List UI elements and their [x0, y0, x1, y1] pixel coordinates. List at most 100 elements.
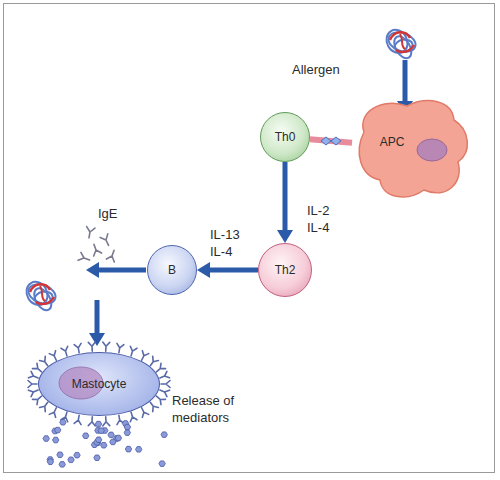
cytokine-label: IL-2 IL-4: [307, 202, 341, 236]
ige-antibody: [106, 249, 118, 262]
mediator-granule: [53, 437, 59, 443]
mediator-granule: [57, 452, 63, 458]
node-text: APC: [380, 135, 405, 149]
mediator-granule: [125, 446, 131, 452]
mediator-granule: [83, 433, 89, 439]
receptor-ige: [139, 406, 149, 417]
antibody-line: [102, 342, 109, 351]
mediator-granule: [124, 430, 130, 436]
node-text: Th2: [275, 263, 296, 277]
arrow-head: [277, 230, 293, 243]
mediator-granule: [108, 432, 114, 438]
receptor-ige: [102, 417, 109, 426]
mediator-granule: [94, 455, 100, 461]
antibody-line: [78, 252, 91, 264]
connector-line: [283, 162, 288, 231]
allergen-icon: [382, 26, 418, 61]
mediator-granule: [161, 432, 167, 438]
receptor-ige: [102, 342, 109, 351]
mediator-granule: [68, 457, 74, 463]
antibody-line: [161, 381, 170, 388]
mediator-granule: [95, 421, 101, 427]
node-text: Th0: [275, 130, 296, 144]
allergen-strand: [400, 34, 405, 49]
arrow-head: [197, 262, 210, 278]
antibody-line: [90, 243, 102, 256]
th0-cell: Th0: [260, 112, 310, 162]
arrow-shaft: [98, 268, 146, 273]
antibody-line: [85, 227, 95, 239]
antibody-line: [115, 343, 123, 353]
allergen-strand: [26, 281, 58, 307]
allergen-strand: [31, 285, 55, 313]
th2-cell: Th2: [258, 243, 312, 297]
antibody-line: [28, 381, 37, 388]
mediator-granule: [95, 437, 101, 443]
allergen-strand: [391, 33, 415, 61]
receptor-ige: [88, 417, 95, 426]
mediator-granule: [115, 435, 121, 441]
mediator-granule: [136, 447, 142, 453]
antibody-line: [74, 343, 82, 353]
receptor-ige: [159, 387, 170, 397]
allergen-icon: [22, 278, 58, 313]
mediator-granule: [98, 428, 104, 434]
mediator-granule: [60, 420, 66, 426]
connector-line: [209, 268, 258, 273]
binding-arrow: [89, 300, 105, 346]
receptor-ige: [161, 381, 170, 388]
flow-arrow: [197, 262, 258, 278]
mediator-granule: [159, 461, 165, 467]
receptor-ige: [128, 411, 137, 422]
antibody-line: [159, 387, 170, 397]
receptor-diamond: [321, 137, 331, 145]
ige-antibody: [85, 227, 95, 239]
node-text: Mastocyte: [72, 377, 127, 391]
mediator-label: Release of mediators: [172, 392, 256, 426]
ige-antibody: [100, 234, 112, 247]
receptor-ige: [88, 342, 95, 351]
receptor-ige: [74, 415, 82, 425]
allergen-strand: [386, 29, 418, 55]
antibody-line: [106, 249, 118, 262]
ige-antibody: [90, 243, 102, 256]
antibody-line: [88, 417, 95, 426]
node-text: B: [168, 263, 176, 277]
antibody-line: [74, 415, 82, 425]
flow-arrow: [277, 162, 293, 243]
allergen-strand: [40, 286, 45, 301]
mastocyte-cell: Mastocyte: [38, 352, 160, 416]
mediator-granule: [59, 462, 65, 468]
ige-antibody: [78, 252, 91, 264]
receptor-ige: [74, 343, 82, 353]
arrow-shaft: [403, 60, 408, 102]
antibody-line: [88, 342, 95, 351]
mediator-granule: [74, 452, 80, 458]
mediator-granule: [47, 459, 53, 465]
cytokine-label: IL-13 IL-4: [210, 226, 248, 260]
allergen-label: Allergen: [292, 61, 340, 78]
apc-outline: [352, 92, 472, 204]
apc-nucleus: [417, 139, 447, 161]
receptor-link: [310, 137, 352, 145]
receptor-ige: [115, 343, 123, 353]
antibody-arrow: [86, 262, 146, 278]
antibody-line: [100, 234, 112, 247]
arrow-head: [89, 333, 105, 346]
apc-body: [359, 101, 467, 197]
b-cell: B: [147, 245, 197, 295]
apc-cell: APC: [352, 92, 472, 204]
receptor-ige: [159, 371, 170, 381]
receptor-diamond: [331, 137, 341, 145]
arrow-head: [86, 262, 99, 278]
antibody-label: IgE: [98, 205, 118, 222]
mediator-granule: [43, 436, 49, 442]
receptor-ige: [28, 381, 37, 388]
antibody-line: [102, 417, 109, 426]
arrow-shaft: [95, 300, 100, 334]
antibody-line: [139, 406, 149, 417]
antibody-line: [159, 371, 170, 381]
mediator-granule: [101, 443, 107, 449]
